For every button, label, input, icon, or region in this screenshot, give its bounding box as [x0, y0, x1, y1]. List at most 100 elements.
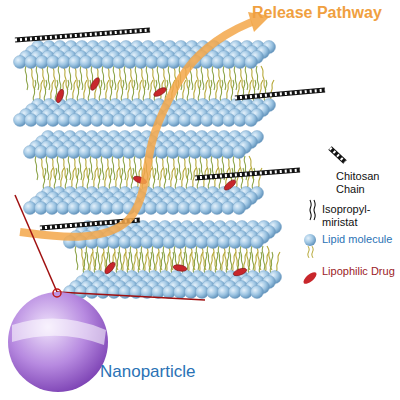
lipid-head	[233, 202, 246, 215]
legend-text: Lipid molecule	[322, 233, 398, 246]
pathway-label: Release Pathway	[252, 4, 400, 22]
lipid-tail	[146, 66, 149, 90]
lipid-tail	[116, 252, 119, 274]
lipid-tail	[141, 246, 144, 270]
lipid-tail	[256, 66, 259, 90]
lipid-tail	[204, 252, 207, 274]
lipid-tail	[198, 80, 201, 102]
lipid-tail	[47, 66, 50, 90]
lipid-tail	[241, 168, 244, 190]
chitosan-chains	[15, 30, 325, 228]
lipid-tail	[193, 252, 196, 274]
lipid-tail	[223, 66, 226, 90]
lipid-tail	[25, 66, 28, 90]
lipid-tail	[209, 80, 212, 102]
lipid-tail	[33, 80, 36, 102]
nanoparticle-label: Nanoparticle	[100, 362, 240, 382]
lipid-tail	[156, 156, 159, 180]
lipid-tail	[85, 66, 90, 90]
lipophilic-drug	[103, 261, 117, 276]
lipid-tail	[187, 80, 190, 102]
lipid-tail	[175, 168, 178, 190]
lipid-tail	[76, 168, 79, 190]
lipid-tail	[228, 66, 233, 90]
lipid-tail	[109, 168, 112, 190]
lipid-tail	[36, 66, 39, 90]
lipid-tail	[68, 156, 71, 180]
lipid-tail	[77, 80, 80, 102]
lipid-tail	[120, 168, 123, 190]
lipid-tail	[119, 246, 122, 270]
lipid-tail	[123, 156, 126, 180]
zoom-line	[15, 195, 57, 292]
lipid-tail	[217, 66, 222, 90]
lipid-icon-head	[304, 234, 316, 246]
lipid-tail	[135, 66, 138, 90]
lipid-tail	[41, 66, 46, 90]
chitosan-chain-stripes	[235, 90, 325, 98]
lipid-tail	[112, 156, 115, 180]
lipid-tail	[124, 66, 127, 90]
lipid-tail	[35, 156, 38, 180]
lipid-tail	[240, 246, 243, 270]
lipid-tail	[69, 66, 72, 90]
lipid-tail	[138, 252, 141, 274]
lipid-tail	[220, 80, 223, 102]
lipid-tail	[189, 156, 192, 180]
lipid-tail	[44, 80, 47, 102]
lipid-tail	[168, 66, 171, 90]
lipid-icon-tail	[312, 246, 313, 258]
lipophilic-drug	[89, 76, 101, 91]
zoom-circle	[53, 289, 61, 297]
lipid-tail	[97, 246, 100, 270]
lipophilic-drug	[173, 264, 188, 272]
lipid-tail	[212, 66, 215, 90]
lipid-tail	[186, 168, 189, 190]
lipid-tail	[52, 66, 57, 90]
lipophilic-drug	[55, 88, 65, 103]
lipid-tail	[149, 252, 152, 274]
lipid-tail	[75, 246, 78, 270]
lipid-tail	[57, 156, 60, 180]
lipid-tail	[163, 246, 166, 270]
lipophilic-drug	[223, 178, 238, 192]
lipid-tail	[262, 246, 265, 270]
lipid-tail	[98, 168, 101, 190]
lipid-tail	[58, 66, 61, 90]
lipid-tail	[171, 252, 174, 274]
lipid-tail	[113, 66, 116, 90]
lipid-tail	[110, 80, 113, 102]
lipid-tail	[248, 252, 251, 274]
lipid-tail	[121, 80, 124, 102]
chitosan-chain-stripes	[195, 170, 300, 178]
lipid-tail	[140, 66, 145, 90]
lipid-tail	[201, 66, 204, 90]
nanoparticle-sphere	[8, 292, 108, 392]
lipid-tail	[157, 66, 160, 90]
lipid-tail	[206, 66, 211, 90]
lipid-head	[245, 114, 258, 127]
lipid-tail	[167, 156, 170, 180]
isopropyl-icon	[310, 200, 311, 220]
lipid-tail	[74, 66, 79, 90]
lipid-tail	[162, 66, 167, 90]
chitosan-chain	[195, 170, 300, 178]
lipid-tail	[219, 168, 222, 190]
lipid-tail	[234, 66, 237, 90]
lipid-head	[245, 56, 258, 69]
lipid-tail	[54, 168, 57, 190]
lipid-tail	[46, 156, 49, 180]
lipid-tail	[118, 66, 123, 90]
lipid-tail	[270, 252, 273, 274]
lipid-tail	[152, 246, 155, 270]
lipid-tail	[195, 66, 200, 90]
lipid-tail	[207, 246, 210, 270]
lipid-tail	[239, 66, 244, 90]
lipid-head	[251, 236, 264, 249]
lipid-tail	[30, 66, 35, 90]
lipid-tail	[250, 66, 255, 90]
lipid-tail	[80, 66, 83, 90]
lipid-tail	[218, 246, 221, 270]
